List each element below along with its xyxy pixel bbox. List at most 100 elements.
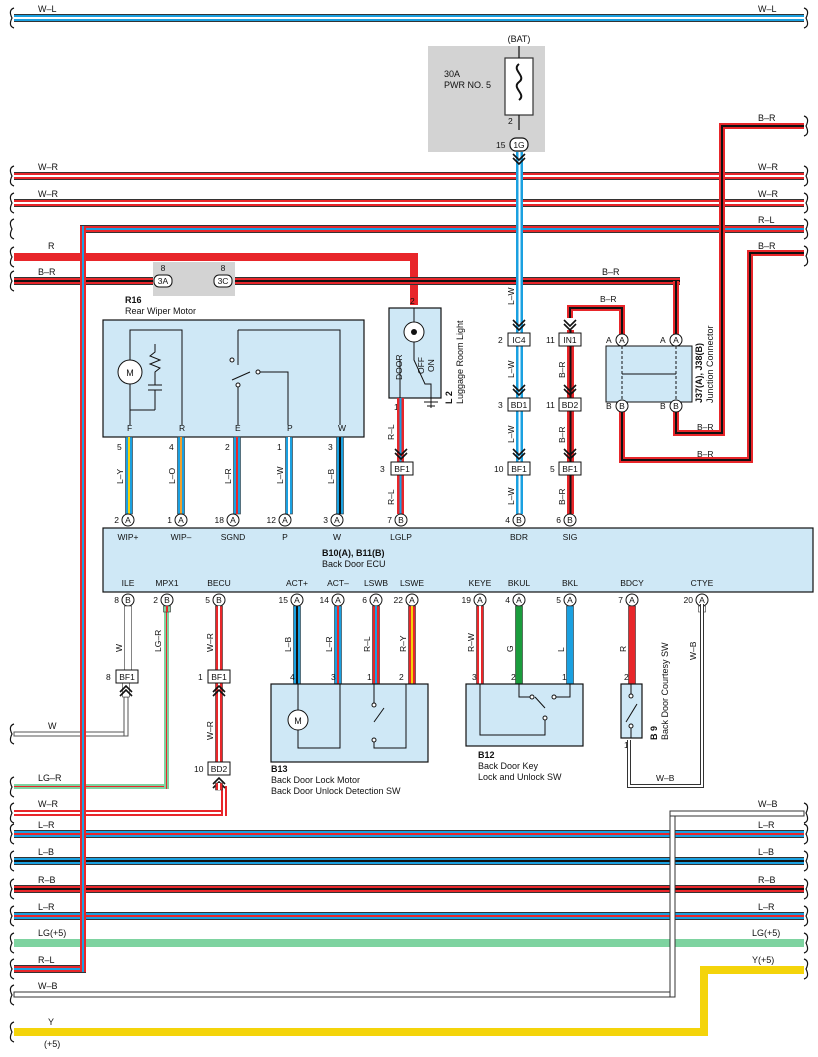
junction-id: J37(A), J38(B): [694, 343, 704, 403]
pin-number: 14: [320, 595, 330, 605]
connector-arrow: [119, 684, 133, 697]
bdr-wire4: L–W: [506, 488, 516, 505]
pin-number: 7: [618, 595, 623, 605]
sig-top-wire: B–R: [600, 294, 617, 304]
junc-br-bot: B–R: [697, 449, 714, 459]
lbl-rb-right: R–B: [758, 875, 776, 885]
b13-motor: M: [294, 716, 302, 726]
right-brace-icon: [803, 165, 809, 187]
b13-pin-4: 4: [290, 672, 295, 682]
b9-pin-1: 1: [624, 740, 629, 750]
lbl-br-top: B–R: [758, 113, 776, 123]
lbl-wb-lower: W–B: [38, 981, 58, 991]
becu-pin2: 10: [194, 764, 204, 774]
bat-label: (BAT): [508, 34, 531, 44]
fuse-amp: 30A: [444, 69, 460, 79]
left-brace-icon: [9, 932, 15, 954]
lbl-r: R: [48, 241, 55, 251]
wire-stripe: [166, 606, 168, 612]
pin-letter: A: [178, 515, 184, 525]
wire-stripe: [337, 606, 339, 684]
wiper-pin-2: 2: [225, 442, 230, 452]
bf1-low-conn: BF1: [119, 672, 135, 682]
lbl-br-right2: B–R: [758, 241, 776, 251]
wire-wb-lower: [13, 810, 805, 998]
lbl-p5: (+5): [44, 1039, 60, 1049]
junc-a2: A: [673, 335, 679, 345]
right-brace-icon: [803, 850, 809, 872]
lamp-conn-pin: 3: [380, 464, 385, 474]
right-brace-icon: [803, 905, 809, 927]
b13-pin-2: 2: [399, 672, 404, 682]
b9-id: B 9: [649, 726, 659, 740]
pin-letter: B: [398, 515, 404, 525]
wiper-wire-4: L–B: [326, 469, 336, 484]
pin-circle: [330, 513, 344, 527]
wire-lg5: [14, 939, 804, 947]
ecu-top-term-2: SGND: [221, 532, 246, 542]
pin-number: 15: [279, 595, 289, 605]
pin-letter: B: [164, 595, 170, 605]
b12-pin-3: 3: [472, 672, 477, 682]
ecu-bot-term-10: BDCY: [620, 578, 644, 588]
lbl-wl-left: W–L: [38, 4, 57, 14]
lbl-br-row: B–R: [602, 267, 620, 277]
pin-letter: A: [334, 515, 340, 525]
sig-wire3: B–R: [557, 488, 567, 505]
bdr-conn1: IC4: [512, 335, 526, 345]
junction-name: Junction Connector: [705, 325, 715, 403]
lbl-wl-right: W–L: [758, 4, 777, 14]
conn3c-pin: 8: [221, 263, 226, 273]
left-brace-icon: [9, 984, 15, 1006]
sig-chain: B–R IN1 11 B–R BD2 11 B–R BF1 5 B–R: [546, 294, 617, 505]
pin-number: 2: [114, 515, 119, 525]
junc-b2: B: [673, 401, 679, 411]
wiper-name: Rear Wiper Motor: [125, 306, 196, 316]
pin-letter: A: [629, 595, 635, 605]
right-brace-icon: [803, 115, 809, 137]
right-brace-icon: [803, 7, 809, 29]
wire-stripe: [375, 606, 377, 684]
pin-circle: [563, 513, 577, 527]
lower-wire-label-7: R–W: [466, 633, 476, 652]
pin-letter: B: [567, 515, 573, 525]
conn-3c: 3C: [218, 276, 229, 286]
right-brace-icon: [803, 218, 809, 240]
pin-number: 20: [684, 595, 694, 605]
lbl-lb-left: L–B: [38, 847, 54, 857]
right-brace-icon: [803, 192, 809, 214]
ecu-bot-term-11: CTYE: [691, 578, 714, 588]
pin-number: 12: [267, 515, 277, 525]
wire-rl-upper: [80, 225, 804, 233]
connector-arrow: [512, 384, 526, 397]
wire-lr-2: [14, 912, 804, 920]
b12-pin-1: 1: [562, 672, 567, 682]
connector-arrow: [212, 684, 226, 697]
pin-number: 6: [556, 515, 561, 525]
ecu-top-term-3: P: [282, 532, 288, 542]
b9-name: Back Door Courtesy SW: [660, 642, 670, 740]
lbl-wr2-right: W–R: [758, 189, 779, 199]
lbl-w: W: [48, 721, 57, 731]
lbl-lr2-right: L–R: [758, 902, 775, 912]
pin-number: 5: [556, 595, 561, 605]
pin-letter: B: [516, 515, 522, 525]
lamp-wire: R–L: [386, 424, 396, 440]
ecu-top-term-0: WIP+: [117, 532, 138, 542]
pin-letter: A: [516, 595, 522, 605]
pin-letter: A: [282, 515, 288, 525]
bf1-low: BF1 8: [106, 669, 139, 684]
lower-wire-label-0: W: [114, 644, 124, 652]
ecu-top-term-7: SIG: [563, 532, 578, 542]
pin-number: 1: [167, 515, 172, 525]
wire-wr-lower: [14, 786, 227, 816]
lower-wire-label-3: L–B: [283, 637, 293, 652]
wiper-wire-1: L–O: [167, 468, 177, 484]
lamp-sw-on: ON: [426, 359, 436, 372]
pin-number: 19: [462, 595, 472, 605]
lamp-id: L 2: [444, 391, 454, 404]
b9-pin-2: 2: [624, 672, 629, 682]
connector-arrow: [394, 448, 408, 461]
left-brace-icon: [9, 823, 15, 845]
